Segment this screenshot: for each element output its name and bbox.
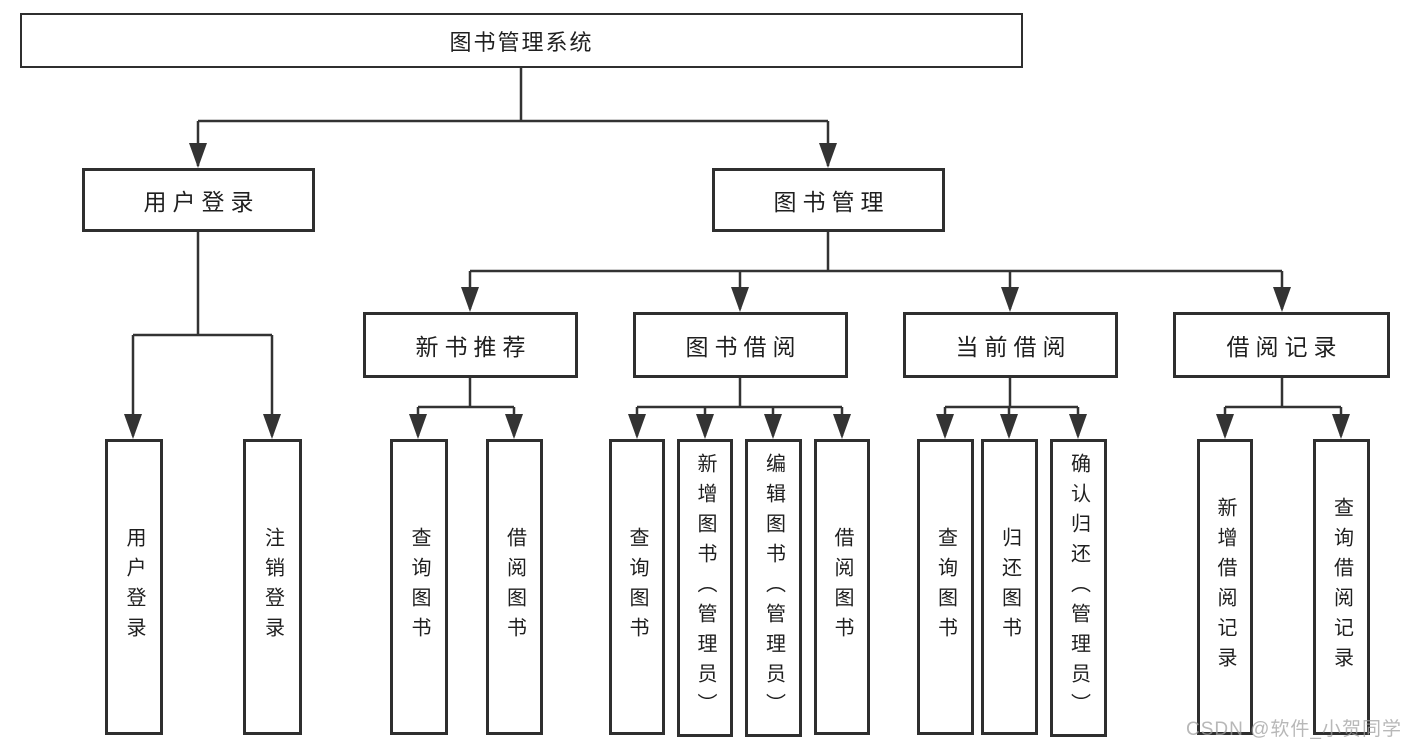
node-label: 借阅图书 [503, 527, 526, 647]
node-label: 借阅图书 [831, 527, 853, 647]
node-book-management: 图书管理 [712, 168, 945, 232]
node-label: 用户登录 [143, 189, 260, 215]
node-borrow-books-recommend: 借阅图书 [486, 439, 543, 735]
node-query-books-recommend: 查询图书 [390, 439, 448, 735]
node-label: 查询图书 [934, 527, 957, 647]
node-label: 图书管理系统 [449, 29, 594, 55]
node-label: 借阅记录 [1226, 334, 1343, 360]
node-label: 确认归还（管理员） [1067, 453, 1090, 723]
node-add-books-admin: 新增图书（管理员） [677, 439, 733, 737]
node-label: 新书推荐 [415, 334, 532, 360]
node-query-books-current: 查询图书 [917, 439, 974, 735]
node-current-borrow: 当前借阅 [903, 312, 1118, 378]
node-borrow-books: 借阅图书 [814, 439, 870, 735]
csdn-watermark: CSDN @软件_小贺同学 [1186, 719, 1402, 740]
node-label: 编辑图书（管理员） [762, 453, 785, 723]
node-label: 查询图书 [408, 527, 430, 647]
node-user-login: 用户登录 [82, 168, 315, 232]
arrowheads [124, 143, 1350, 439]
node-label: 查询借阅记录 [1330, 497, 1353, 677]
node-add-borrow-record: 新增借阅记录 [1197, 439, 1253, 735]
node-new-book-recommend: 新书推荐 [363, 312, 578, 378]
node-confirm-return-admin: 确认归还（管理员） [1050, 439, 1107, 737]
node-label: 图书借阅 [685, 334, 802, 360]
node-label: 查询图书 [626, 527, 648, 647]
node-label: 当前借阅 [955, 334, 1072, 360]
node-edit-books-admin: 编辑图书（管理员） [745, 439, 802, 737]
node-label: 用户登录 [123, 527, 145, 647]
node-borrow-records: 借阅记录 [1173, 312, 1390, 378]
node-label: 新增图书（管理员） [694, 453, 716, 723]
node-label: 新增借阅记录 [1214, 497, 1236, 677]
node-return-books: 归还图书 [981, 439, 1038, 735]
node-label: 图书管理 [773, 189, 890, 215]
node-library-management-system: 图书管理系统 [20, 13, 1023, 68]
node-label: 归还图书 [998, 527, 1021, 647]
node-query-books-borrow: 查询图书 [609, 439, 665, 735]
node-query-borrow-record: 查询借阅记录 [1313, 439, 1370, 735]
node-label: 注销登录 [261, 527, 284, 647]
node-user-login-action: 用户登录 [105, 439, 163, 735]
node-logout-action: 注销登录 [243, 439, 302, 735]
node-book-borrow: 图书借阅 [633, 312, 848, 378]
